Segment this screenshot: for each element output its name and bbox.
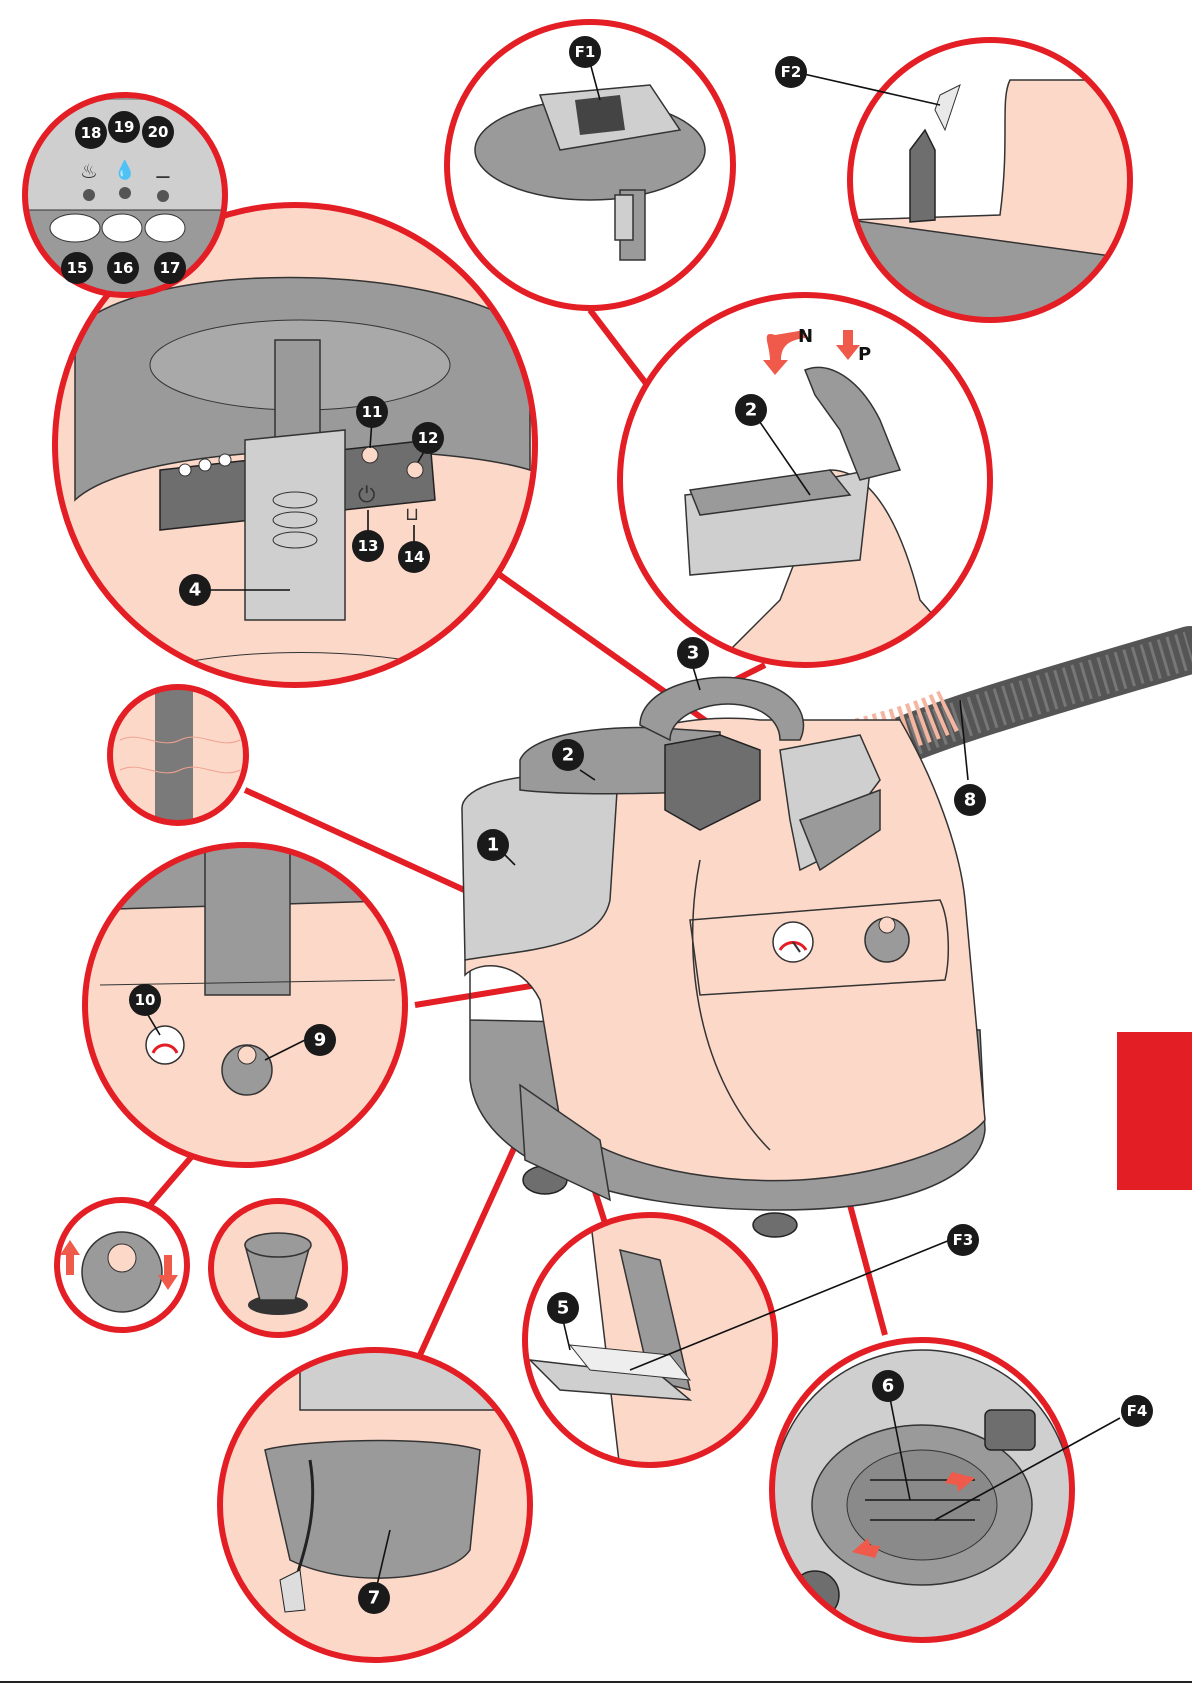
brush-icon: ⚊	[155, 162, 171, 183]
svg-text:7: 7	[368, 1588, 381, 1609]
svg-text:11: 11	[362, 403, 383, 421]
callout-10: 10	[129, 984, 161, 1016]
callout-13: 13	[352, 530, 384, 562]
svg-text:15: 15	[67, 259, 88, 277]
callout-9: 9	[304, 1024, 336, 1056]
detail-f2	[795, 40, 1140, 330]
callout-f2: F2	[775, 56, 807, 88]
callout-f4: F4	[1121, 1395, 1153, 1427]
svg-text:4: 4	[189, 580, 202, 601]
lever-label-p: P	[858, 344, 871, 365]
svg-text:16: 16	[113, 259, 134, 277]
svg-text:17: 17	[160, 259, 181, 277]
callout-6: 6	[872, 1370, 904, 1402]
callout-3: 3	[677, 637, 709, 669]
callout-18: 18	[75, 117, 107, 149]
water-tank-icon: ⊔	[405, 504, 419, 525]
callout-8: 8	[954, 784, 986, 816]
callout-f3: F3	[947, 1224, 979, 1256]
callout-17: 17	[154, 252, 186, 284]
callout-20: 20	[142, 116, 174, 148]
svg-text:19: 19	[114, 118, 135, 136]
detail-bottom-grate	[772, 1340, 1120, 1650]
svg-text:2: 2	[745, 400, 758, 421]
svg-text:F3: F3	[953, 1231, 974, 1249]
svg-text:2: 2	[562, 745, 575, 766]
svg-text:F4: F4	[1127, 1402, 1148, 1420]
svg-text:5: 5	[557, 1298, 570, 1319]
svg-text:6: 6	[882, 1376, 895, 1397]
svg-text:12: 12	[418, 429, 439, 447]
svg-text:3: 3	[687, 643, 700, 664]
lever-label-n: N	[798, 326, 813, 347]
callout-7: 7	[358, 1582, 390, 1614]
callout-14: 14	[398, 541, 430, 573]
section-tab	[1117, 1032, 1192, 1190]
callout-1: 1	[477, 829, 509, 861]
iron-icon	[102, 214, 142, 242]
steam-cleaner-body	[462, 650, 1190, 1237]
svg-text:10: 10	[135, 991, 156, 1009]
callout-15: 15	[61, 252, 93, 284]
callout-2-detail: 2	[735, 394, 767, 426]
detail-knob-removed	[211, 1201, 345, 1335]
svg-text:20: 20	[148, 123, 169, 141]
svg-text:14: 14	[404, 548, 425, 566]
detail-handle-lever: N P	[620, 295, 990, 680]
callout-19: 19	[108, 111, 140, 143]
callout-12: 12	[412, 422, 444, 454]
svg-text:F2: F2	[781, 63, 802, 81]
callout-11: 11	[356, 396, 388, 428]
svg-text:8: 8	[964, 790, 977, 811]
callout-4: 4	[179, 574, 211, 606]
svg-text:18: 18	[81, 124, 102, 142]
spiral-icon	[145, 214, 185, 242]
svg-text:1: 1	[487, 835, 500, 856]
detail-filter-media	[110, 687, 246, 823]
callout-2: 2	[552, 739, 584, 771]
svg-text:F1: F1	[575, 43, 596, 61]
svg-text:9: 9	[314, 1030, 327, 1051]
detail-knob-turn	[57, 1200, 187, 1330]
svg-text:13: 13	[358, 537, 379, 555]
steam-icon: ♨	[80, 159, 98, 183]
callout-f1: F1	[569, 36, 601, 68]
water-drop-icon: 💧	[114, 159, 136, 181]
power-icon: ⏻	[358, 483, 375, 508]
callout-16: 16	[107, 252, 139, 284]
callout-5: 5	[547, 1292, 579, 1324]
fan-icon	[50, 214, 100, 242]
